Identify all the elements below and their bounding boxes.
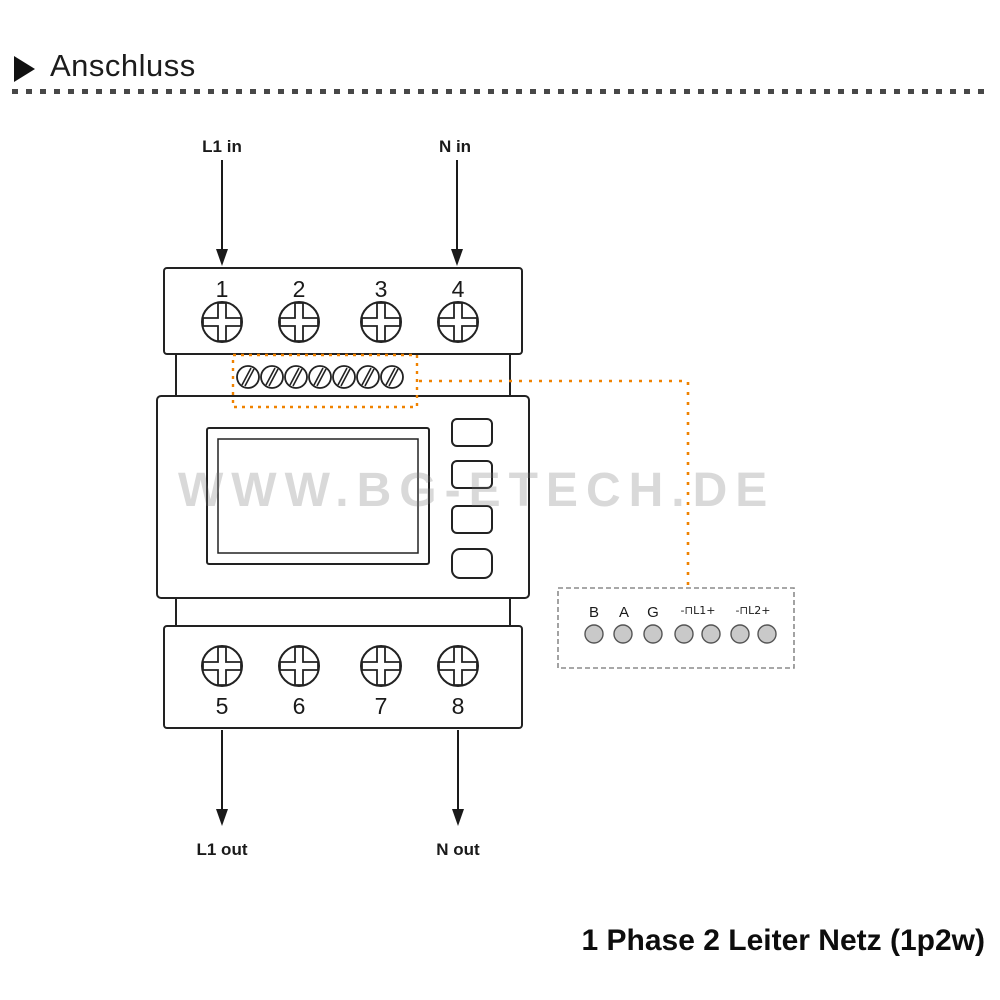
meter-buttons xyxy=(451,418,493,579)
comm-port-detail: B A G -⊓L1+ -⊓L2+ xyxy=(557,587,795,669)
comm-pin-a xyxy=(613,624,633,644)
pulse2-plus-pin xyxy=(757,624,777,644)
comm-pin-label-g: G xyxy=(647,604,659,621)
meter-button-2 xyxy=(451,460,493,489)
screw-terminal-7-icon xyxy=(360,645,402,687)
screw-terminal-6-icon xyxy=(278,645,320,687)
pulse1-plus-pin xyxy=(701,624,721,644)
pulse2-minus-pin xyxy=(730,624,750,644)
comm-pin-label-a: A xyxy=(619,604,629,621)
label-l1-in: L1 in xyxy=(202,137,242,156)
screw-terminal-8-icon xyxy=(437,645,479,687)
label-n-in: N in xyxy=(439,137,471,156)
meter-button-4 xyxy=(451,548,493,579)
screw-terminal-2-icon xyxy=(278,301,320,343)
pulse-output-1-label: -⊓L1+ xyxy=(681,604,716,617)
pulse-output-2-label: -⊓L2+ xyxy=(736,604,771,617)
arrow-l1-out xyxy=(216,730,228,826)
meter-button-1 xyxy=(451,418,493,447)
comm-pins xyxy=(584,624,777,644)
pulse1-minus-pin xyxy=(674,624,694,644)
screw-terminal-4-icon xyxy=(437,301,479,343)
terminal-number-8: 8 xyxy=(452,693,465,719)
arrow-n-in xyxy=(451,160,463,266)
meter-button-3 xyxy=(451,505,493,534)
diagram-caption: 1 Phase 2 Leiter Netz (1p2w) xyxy=(581,924,985,957)
terminal-number-3: 3 xyxy=(375,276,388,302)
label-n-out: N out xyxy=(436,840,480,859)
comm-pin-g xyxy=(643,624,663,644)
screw-terminal-3-icon xyxy=(360,301,402,343)
dotted-divider xyxy=(12,89,992,94)
comm-terminals-highlight xyxy=(231,353,419,409)
terminal-block-top xyxy=(163,267,523,355)
comm-pin-label-b: B xyxy=(589,604,599,621)
arrow-l1-in xyxy=(216,160,228,266)
section-marker-icon xyxy=(14,56,35,82)
terminal-block-bottom xyxy=(163,625,523,729)
terminal-number-6: 6 xyxy=(293,693,306,719)
screw-terminal-1-icon xyxy=(201,301,243,343)
terminal-number-2: 2 xyxy=(293,276,306,302)
terminal-number-4: 4 xyxy=(452,276,465,302)
label-l1-out: L1 out xyxy=(197,840,248,859)
lcd-display xyxy=(206,427,430,565)
terminal-number-7: 7 xyxy=(375,693,388,719)
terminal-number-1: 1 xyxy=(216,276,229,302)
arrow-n-out xyxy=(452,730,464,826)
page-title: Anschluss xyxy=(50,48,196,83)
terminal-number-5: 5 xyxy=(216,693,229,719)
comm-pin-b xyxy=(584,624,604,644)
screw-terminal-5-icon xyxy=(201,645,243,687)
